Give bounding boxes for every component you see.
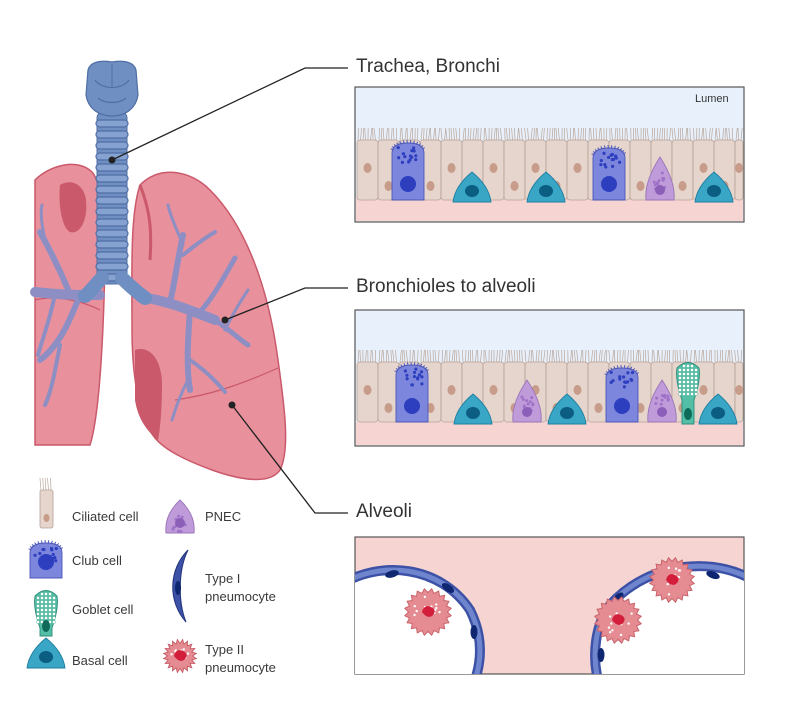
legend-icon-goblet (35, 591, 58, 637)
lumen-label: Lumen (695, 93, 729, 105)
callout-dot-bronchioles (222, 317, 229, 324)
legend-icon-type2 (164, 640, 197, 673)
type2-pneumocyte (595, 597, 641, 643)
lungs-illustration (35, 61, 286, 479)
legend-icon-type1 (173, 550, 188, 622)
section-title-alveoli: Alveoli (356, 501, 412, 523)
legend-label-ciliated: Ciliated cell (72, 508, 138, 526)
club-cell (391, 140, 425, 200)
panel-bronchioles (355, 310, 744, 446)
legend-type2-cell (164, 640, 197, 673)
legend-label-basal: Basal cell (72, 652, 128, 670)
legend-label-type1: Type I pneumocyte (205, 570, 276, 606)
callout-dot-alveoli (229, 402, 236, 409)
panel-alveoli (340, 537, 760, 680)
legend-label-goblet: Goblet cell (72, 601, 133, 619)
legend-label-type2: Type II pneumocyte (205, 641, 276, 677)
legend-label-pnec: PNEC (205, 508, 241, 526)
legend-icon-basal (27, 638, 65, 668)
legend-icon-pnec (166, 500, 194, 533)
section-title-trachea: Trachea, Bronchi (356, 56, 500, 78)
club-cell (395, 362, 429, 422)
club-cell (592, 145, 626, 200)
callout-dot-trachea (109, 157, 116, 164)
legend-goblet-cell (35, 591, 58, 637)
legend-pnec-cell (166, 500, 194, 533)
type2-pneumocyte (650, 558, 694, 602)
legend-basal-cell (27, 638, 65, 668)
club-cell (605, 365, 639, 422)
legend-icon-club (29, 540, 63, 578)
legend-icon-ciliated (40, 478, 53, 528)
legend-label-club: Club cell (72, 552, 122, 570)
legend-club-cell (29, 540, 63, 578)
panel-trachea-bronchi (355, 87, 744, 222)
section-title-bronchioles: Bronchioles to alveoli (356, 276, 536, 298)
type2-pneumocyte (405, 589, 451, 635)
